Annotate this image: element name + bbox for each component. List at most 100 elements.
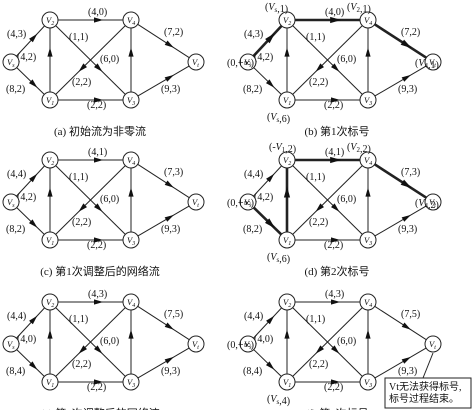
arrowhead-icon: [265, 79, 275, 88]
edge-label: (4,1): [88, 147, 107, 158]
edge-label: (9,3): [398, 84, 417, 95]
edge-label: (1,1): [306, 314, 325, 325]
edge-label: (8,2): [6, 84, 25, 95]
edge-label: (9,3): [161, 224, 180, 235]
panel-caption: (e) 第2次调整后的网络流: [40, 406, 159, 410]
node-v2: [278, 151, 296, 169]
node-v1: [41, 231, 59, 249]
arrowhead-icon: [47, 47, 53, 57]
node-v3: [359, 231, 377, 249]
arrowhead-icon: [331, 379, 341, 385]
edge-label: (8,2): [6, 224, 25, 235]
node-vs: [239, 53, 257, 71]
arrowhead-icon: [94, 97, 104, 103]
arrowhead-icon: [365, 47, 371, 57]
label-mark-vs: (0,+∞): [227, 58, 254, 69]
node-label-vs: Vs: [7, 339, 15, 351]
arrowhead-icon: [365, 329, 371, 339]
arrowhead-icon: [265, 32, 275, 44]
edge-label: (2,2): [309, 77, 328, 88]
edge-vs-v2: [16, 165, 45, 197]
edge-label: (9,3): [161, 84, 180, 95]
note-box: Vt无法获得标号,标号过程结束。: [384, 352, 472, 409]
node-label-v4: V4: [127, 155, 135, 167]
panel-caption: (d) 第2次标号: [304, 264, 369, 278]
edge-v4-v1: [55, 165, 126, 235]
edge-label: (4,0): [325, 7, 344, 18]
panel-f: (4,4)(8,4)(4,3)(4,0)(1,1)(2,2)(2,2)(6,0)…: [227, 289, 472, 410]
node-v4: [122, 151, 140, 169]
edge-label: (1,1): [306, 32, 325, 43]
edge-label: (2,2): [324, 240, 343, 251]
node-label-v4: V4: [127, 297, 135, 309]
node-label-v1: V1: [283, 377, 291, 389]
edge-v3-vt: [137, 205, 190, 237]
node-v4: [359, 11, 377, 29]
edge-label: (4,4): [244, 169, 263, 180]
edge-vs-v1: [253, 67, 282, 95]
arrowhead-icon: [401, 214, 411, 222]
edge-label: (7,5): [401, 309, 420, 320]
edge-v4-v1: [55, 307, 126, 377]
arrowhead-icon: [266, 315, 275, 325]
arrowhead-icon: [28, 219, 38, 228]
node-label-vs: Vs: [244, 197, 252, 209]
edge-v3-vt: [137, 65, 190, 97]
edge-label: (2,2): [72, 217, 91, 228]
arrowhead-icon: [164, 40, 174, 48]
edge-label: (6,0): [100, 54, 119, 65]
edge-label: (2,2): [309, 359, 328, 370]
node-label-v1: V1: [283, 235, 291, 247]
arrowhead-icon: [78, 203, 88, 212]
edge-label: (8,4): [6, 366, 25, 377]
arrowhead-icon: [315, 203, 325, 212]
arrowhead-icon: [365, 187, 371, 197]
edge-label: (4,4): [7, 169, 26, 180]
node-label-v2: V2: [46, 15, 54, 27]
arrowhead-icon: [29, 173, 38, 183]
label-mark-vs: (0,+∞): [227, 340, 254, 351]
arrowhead-icon: [164, 322, 174, 330]
node-label-v1: V1: [46, 235, 54, 247]
arrowhead-icon: [29, 315, 38, 325]
label-mark-vt: (V4,2): [415, 198, 439, 211]
arrowhead-icon: [330, 156, 342, 164]
panel-caption: (f) 第3次标号: [305, 406, 368, 410]
edge-v3-vt: [374, 65, 427, 97]
edge-v4-vt: [374, 305, 427, 341]
edge-label: (4,0): [254, 334, 273, 345]
label-mark-v2: (-V1,2): [269, 142, 296, 155]
panel-a: (4,3)(8,2)(4,0)(4,2)(1,1)(2,2)(2,2)(6,0)…: [2, 7, 205, 138]
arrowhead-icon: [265, 361, 275, 370]
edge-label: (2,2): [87, 100, 106, 111]
arrowhead-icon: [128, 47, 134, 57]
node-label-v4: V4: [364, 15, 372, 27]
edge-label: (4,4): [244, 311, 263, 322]
node-vs: [239, 335, 257, 353]
arrowhead-icon: [94, 157, 104, 163]
arrowhead-icon: [93, 345, 103, 354]
edge-label: (4,1): [325, 147, 344, 158]
edge-label: (6,0): [337, 54, 356, 65]
edge-label: (2,2): [324, 100, 343, 111]
node-vs: [2, 193, 20, 211]
edge-v4-v1: [292, 165, 363, 235]
arrowhead-icon: [78, 345, 88, 354]
panel-c: (4,4)(8,2)(4,1)(4,2)(1,1)(2,2)(2,2)(6,0)…: [2, 147, 205, 278]
label-mark-v1: (Vs,6): [267, 112, 290, 125]
edge-v4-vt: [137, 23, 190, 59]
node-label-vt: Vt: [429, 57, 436, 69]
node-v3: [359, 373, 377, 391]
node-v4: [359, 293, 377, 311]
node-v1: [278, 91, 296, 109]
node-label-v3: V3: [364, 95, 372, 107]
arrowhead-icon: [78, 63, 88, 72]
note-line: Vt无法获得标号,: [389, 380, 462, 393]
node-vt: [424, 335, 442, 353]
edge-label: (4,3): [88, 289, 107, 300]
edge-v4-vt: [374, 23, 427, 59]
node-label-v4: V4: [127, 15, 135, 27]
arrowhead-icon: [29, 33, 38, 43]
node-v1: [41, 91, 59, 109]
